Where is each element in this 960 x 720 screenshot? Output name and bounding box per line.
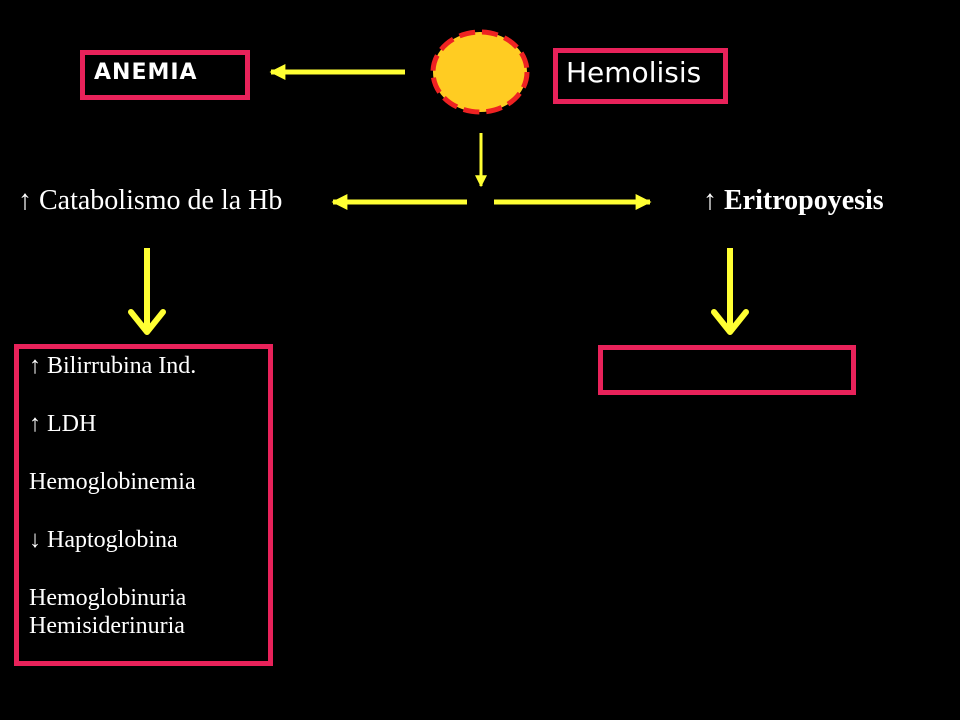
hemolisis-box <box>553 48 728 104</box>
eritropoyesis-label: ↑ Eritropoyesis <box>703 185 884 216</box>
lab-finding-hemisiderinuria: Hemisiderinuria <box>29 613 185 639</box>
lab-finding-haptoglobina: ↓ Haptoglobina <box>29 527 178 553</box>
hemolisis-label: Hemolisis <box>566 56 702 89</box>
anemia-box <box>80 50 250 100</box>
lab-findings-box <box>14 344 273 666</box>
red-blood-cell-icon <box>430 29 530 115</box>
lab-finding-ldh: ↑ LDH <box>29 411 97 437</box>
catabolism-label: ↑ Catabolismo de la Hb <box>18 185 283 216</box>
lab-finding-bilirrubina: ↑ Bilirrubina Ind. <box>29 353 197 379</box>
lab-finding-hemoglobinemia: Hemoglobinemia <box>29 469 196 495</box>
reticulocyte-answer-box <box>598 345 856 395</box>
lab-finding-hemoglobinuria: Hemoglobinuria <box>29 585 187 611</box>
arrow-down-right-head <box>711 309 749 335</box>
anemia-label: ANEMIA <box>94 60 198 85</box>
arrow-down-left-head <box>128 309 166 335</box>
lab-findings-list: ↑ Bilirrubina Ind. ↑ LDH Hemoglobinemia … <box>29 352 196 640</box>
